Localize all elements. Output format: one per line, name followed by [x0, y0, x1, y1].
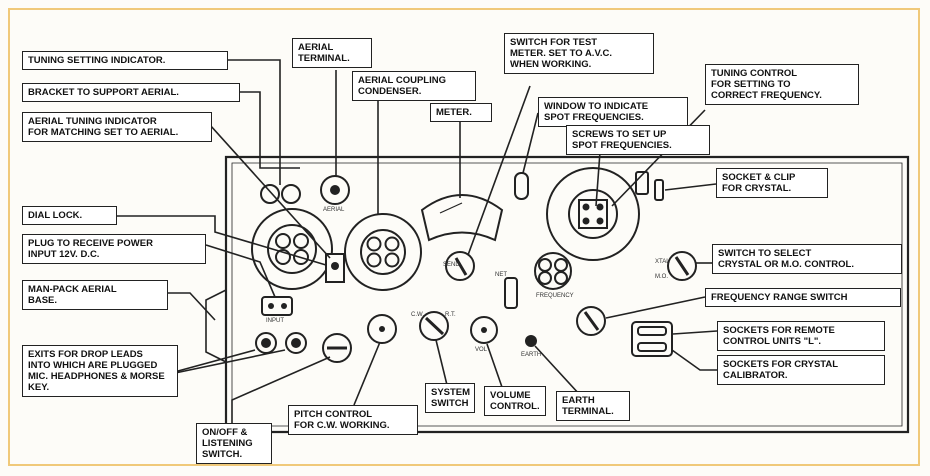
label-on-off: ON/OFF & LISTENING SWITCH.: [196, 423, 272, 464]
tuning-knob: [534, 252, 572, 290]
panel-text-vol: VOL: [475, 347, 488, 353]
panel-text-frequency: FREQUENCY: [536, 293, 574, 299]
leader-lines: [117, 59, 718, 425]
label-exits: EXITS FOR DROP LEADS INTO WHICH ARE PLUG…: [22, 345, 178, 397]
panel-inner-edge: [231, 162, 903, 427]
panel-text-xtal: XTAL: [655, 259, 670, 265]
label-test-meter-switch: SWITCH FOR TEST METER. SET TO A.V.C. WHE…: [504, 33, 654, 74]
label-tuning-control: TUNING CONTROL FOR SETTING TO CORRECT FR…: [705, 64, 859, 105]
label-power-plug: PLUG TO RECEIVE POWER INPUT 12V. D.C.: [22, 234, 206, 264]
net-toggle: [504, 277, 518, 309]
label-bracket: BRACKET TO SUPPORT AERIAL.: [22, 83, 240, 102]
label-window: WINDOW TO INDICATE SPOT FREQUENCIES.: [538, 97, 688, 127]
panel-text-mo: M.O.: [655, 274, 668, 280]
label-pitch-control: PITCH CONTROL FOR C.W. WORKING.: [288, 405, 418, 435]
label-dial-lock: DIAL LOCK.: [22, 206, 117, 225]
label-earth-terminal: EARTH TERMINAL.: [556, 391, 630, 421]
panel-text-send: SEND: [443, 262, 460, 268]
label-crystal-socket: SOCKET & CLIP FOR CRYSTAL.: [716, 168, 828, 198]
label-aerial-tuning-indicator: AERIAL TUNING INDICATOR FOR MATCHING SET…: [22, 112, 212, 142]
meter: [420, 194, 504, 242]
label-remote-sockets: SOCKETS FOR REMOTE CONTROL UNITS "L".: [717, 321, 885, 351]
power-input-plug: [261, 296, 293, 316]
tuning-indicator-knob-b: [281, 184, 301, 204]
label-meter: METER.: [430, 103, 492, 122]
figure-border: [8, 8, 920, 466]
panel-text-net: NET: [495, 272, 507, 278]
label-screws: SCREWS TO SET UP SPOT FREQUENCIES.: [566, 125, 710, 155]
spot-frequency-window: [514, 172, 529, 200]
panel-text-earth: EARTH: [521, 352, 542, 358]
panel-text-input: INPUT: [266, 318, 284, 324]
tuning-indicator-knob-a: [260, 184, 280, 204]
aerial-base-bracket: [205, 289, 227, 363]
panel-text-rt: R.T.: [445, 312, 456, 318]
label-freq-range-switch: FREQUENCY RANGE SWITCH: [705, 288, 901, 307]
label-crystal-mo-switch: SWITCH TO SELECT CRYSTAL OR M.O. CONTROL…: [712, 244, 902, 274]
label-volume-control: VOLUME CONTROL.: [484, 386, 546, 416]
label-system-switch: SYSTEM SWITCH: [425, 383, 475, 413]
label-calibrator-sockets: SOCKETS FOR CRYSTAL CALIBRATOR.: [717, 355, 885, 385]
panel-text-aerial: AERIAL: [323, 207, 345, 213]
label-aerial-coupling: AERIAL COUPLING CONDENSER.: [352, 71, 476, 101]
label-manpack-aerial: MAN-PACK AERIAL BASE.: [22, 280, 168, 310]
panel-text-cw: C.W.: [411, 312, 424, 318]
earth-terminal: [525, 335, 537, 347]
aerial-terminal-center: [330, 185, 340, 195]
label-aerial-terminal: AERIAL TERMINAL.: [292, 38, 372, 68]
label-tuning-setting-indicator: TUNING SETTING INDICATOR.: [22, 51, 228, 70]
